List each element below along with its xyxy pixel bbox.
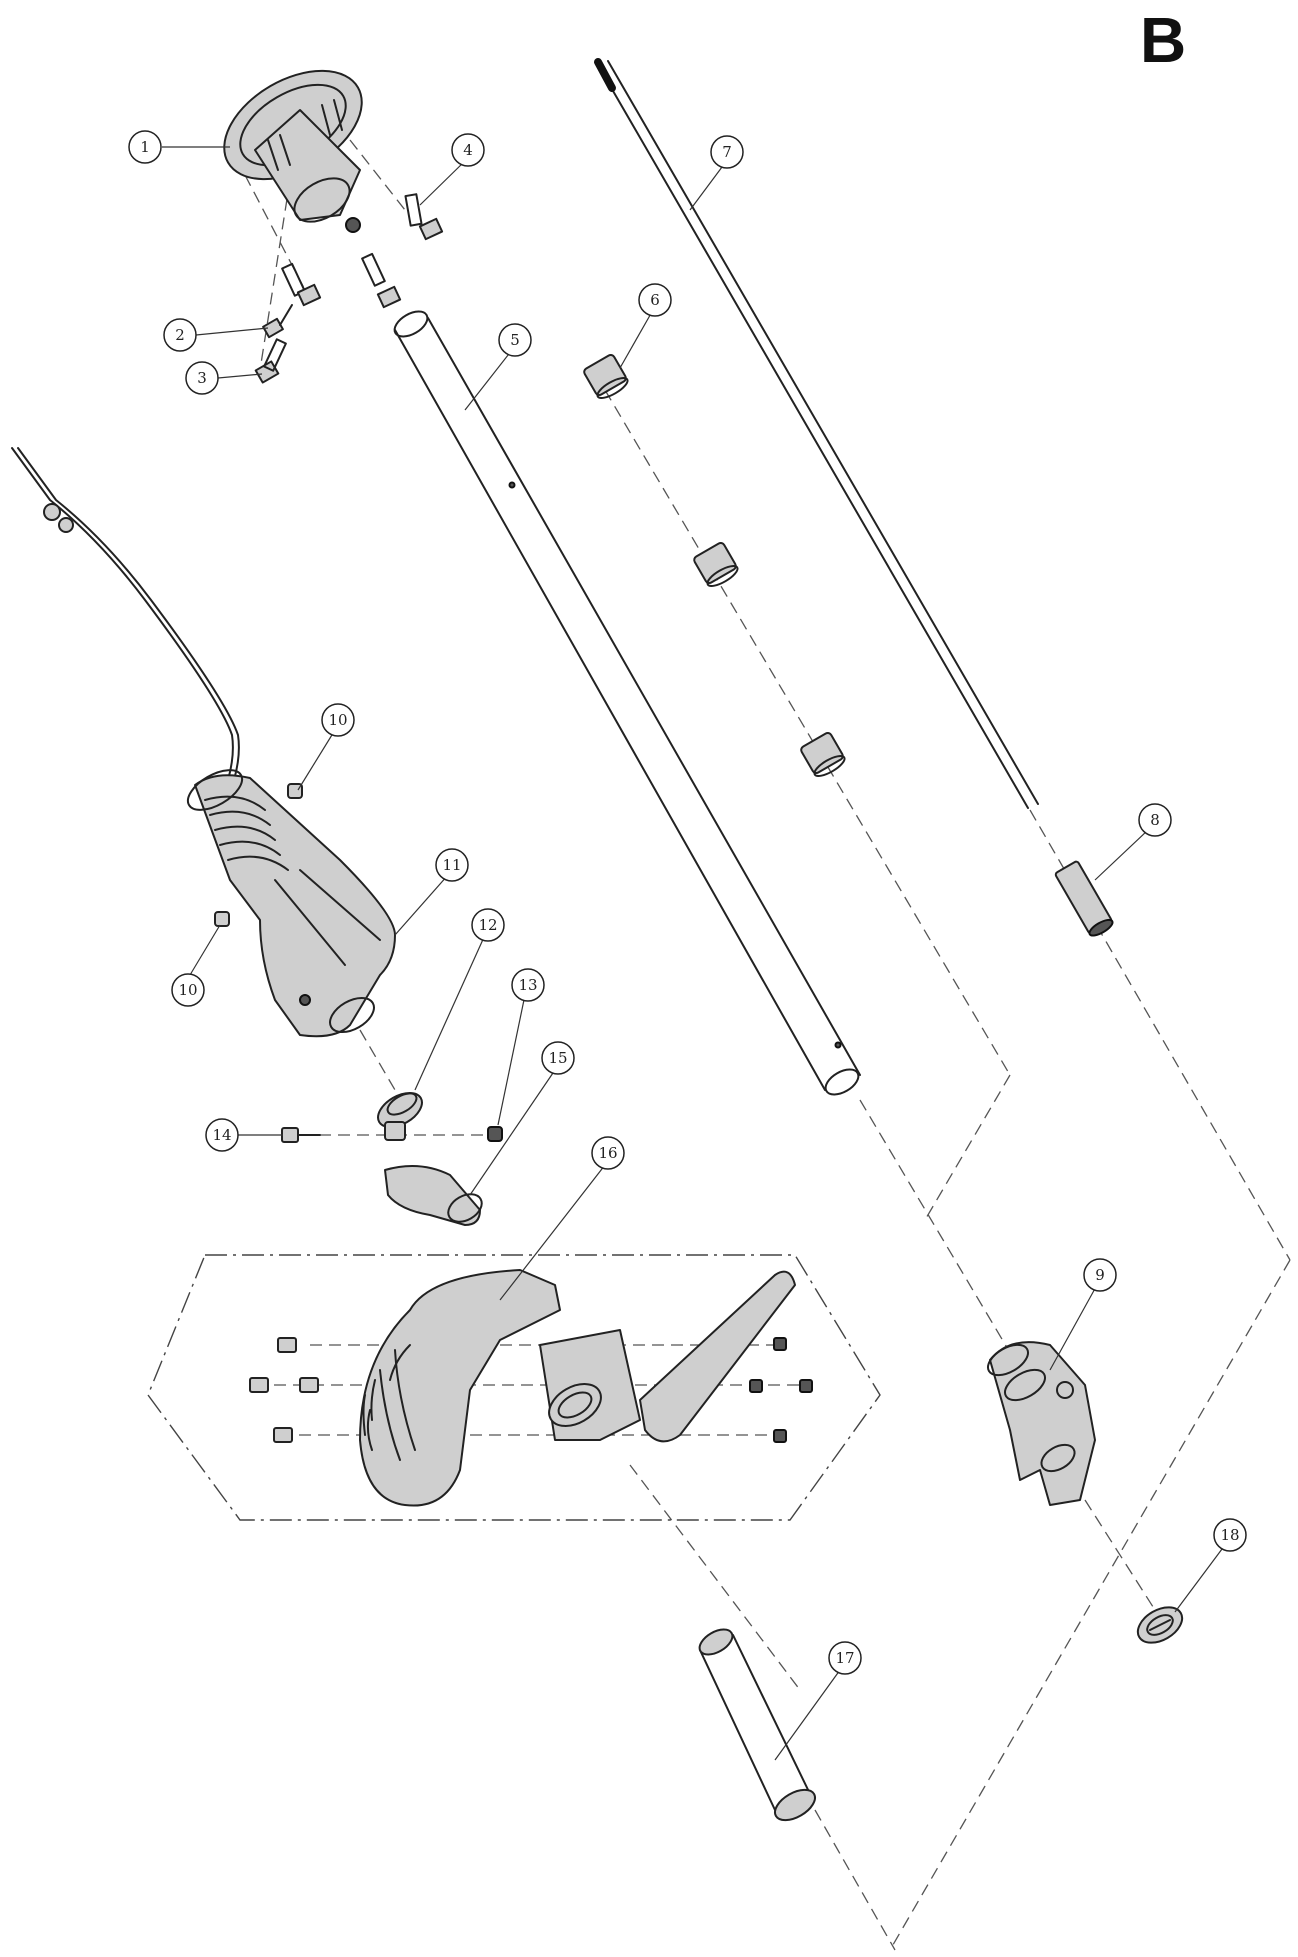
callout-17-circle (828, 1641, 862, 1675)
part-17-foam-grip (698, 1628, 816, 1822)
callout-7-label: 7 (722, 143, 732, 161)
callout-15-label: 15 (548, 1049, 567, 1067)
part-3-bolt (254, 338, 287, 384)
callout-10b-label: 10 (178, 981, 197, 999)
assembly-guide-lines (244, 139, 1291, 1951)
diagram-letter: B (1140, 4, 1186, 76)
callout-5-circle (498, 323, 532, 357)
callout-9-label: 9 (1095, 1266, 1105, 1284)
throttle-cable (11, 447, 240, 781)
callout-14-label: 14 (212, 1126, 231, 1144)
callout-11-circle (435, 848, 469, 882)
callout-1-label: 1 (140, 138, 150, 156)
callout-10a-label: 10 (328, 711, 347, 729)
part-12-clamp-ring (377, 1091, 423, 1141)
callout-12-label: 12 (478, 916, 497, 934)
callout-13-label: 13 (518, 976, 537, 994)
callout-9-circle (1083, 1258, 1117, 1292)
handle-assembly-frame (147, 1254, 881, 1521)
part-1-upper-housing (223, 69, 363, 233)
part-4-bolt (404, 193, 444, 241)
part-15-bracket (384, 1165, 483, 1226)
callout-11-label: 11 (442, 856, 461, 874)
callout-7-circle (710, 135, 744, 169)
part-2-small-bolt (262, 304, 293, 339)
part-18-end-cap (1136, 1606, 1184, 1644)
part-14-bolt (281, 1127, 321, 1143)
part-9-coupler (987, 1341, 1096, 1506)
callout-14-circle (205, 1118, 239, 1152)
callout-8-circle (1138, 803, 1172, 837)
callouts: 1 2 3 4 5 6 7 8 9 10 (128, 130, 1247, 1761)
part-7-drive-shaft (594, 58, 1039, 809)
callout-4-label: 4 (463, 141, 473, 159)
part-16-front-handle (359, 1269, 796, 1507)
callout-18-label: 18 (1220, 1526, 1239, 1544)
part-11-rear-grip (186, 769, 396, 1038)
callout-6-label: 6 (650, 291, 660, 309)
callout-10a-circle (321, 703, 355, 737)
callout-13-circle (511, 968, 545, 1002)
callout-16-label: 16 (598, 1144, 617, 1162)
part-5-main-tube (393, 310, 861, 1096)
callout-16-circle (591, 1136, 625, 1170)
callout-5-label: 5 (510, 331, 520, 349)
part-8-coupling (1054, 860, 1114, 937)
callout-8-label: 8 (1150, 811, 1160, 829)
callout-3-label: 3 (197, 369, 207, 387)
callout-18-circle (1213, 1518, 1247, 1552)
callout-1-circle (128, 130, 162, 164)
callout-6-circle (638, 283, 672, 317)
callout-4-circle (451, 133, 485, 167)
callout-17-label: 17 (835, 1649, 854, 1667)
callout-3-circle (185, 361, 219, 395)
callout-15-circle (541, 1041, 575, 1075)
part-6-bushings (583, 353, 846, 777)
callout-10b-circle (171, 973, 205, 1007)
housing-bolts (281, 252, 402, 309)
callout-2-circle (163, 318, 197, 352)
part-10-screws (214, 783, 303, 927)
callout-12-circle (471, 908, 505, 942)
handle-bolts (249, 1337, 813, 1443)
callout-2-label: 2 (175, 326, 185, 344)
part-13-nut (487, 1126, 503, 1142)
